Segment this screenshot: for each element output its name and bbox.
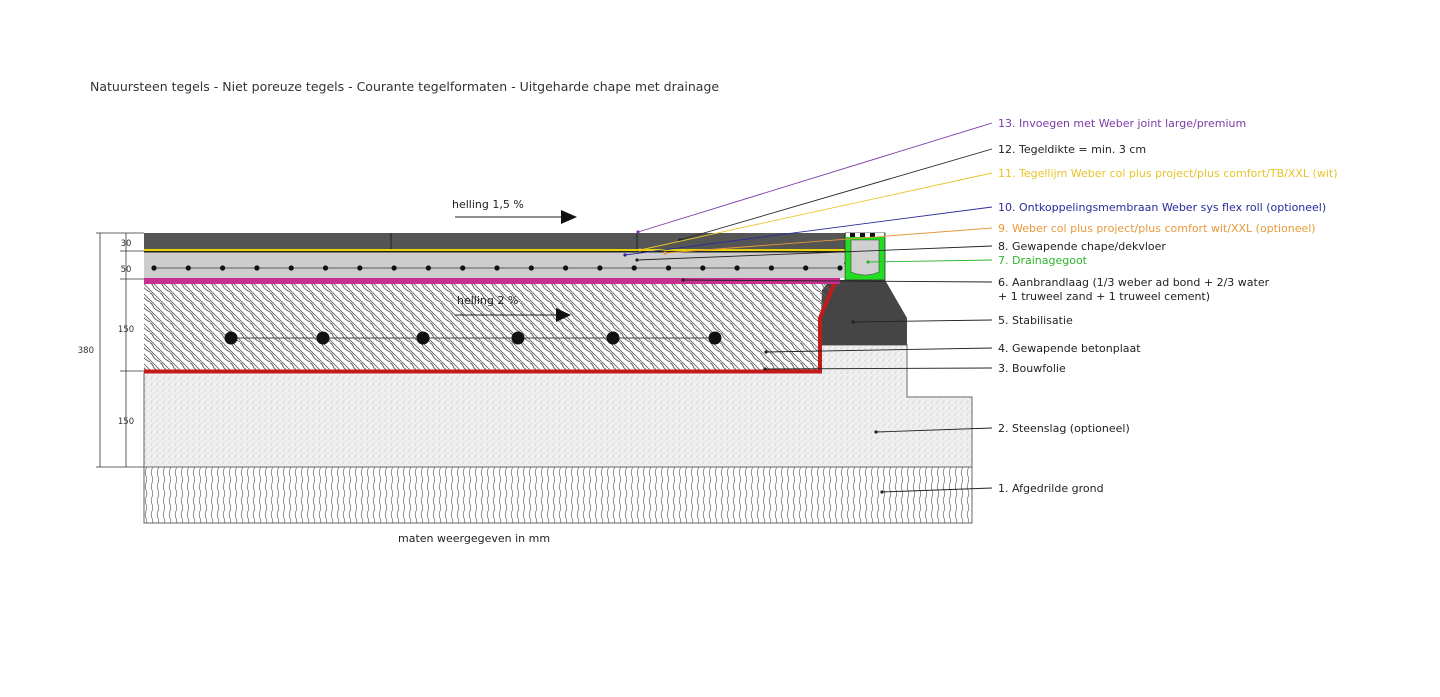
leader-line [881,487,993,493]
layer-stabilisation [820,280,907,345]
rebar-dot [425,265,431,271]
legend-label: 13. Invoegen met Weber joint large/premi… [998,117,1246,130]
leader-line [664,227,993,254]
rebar-dot [606,331,620,345]
rebar-dot [700,265,706,271]
leader-line [765,347,993,353]
layer-concrete-slab [144,284,838,370]
rebar-dot [460,265,466,271]
layer-membrane [144,251,845,253]
layer-ground [143,466,973,524]
legend-label: 12. Tegeldikte = min. 3 cm [998,143,1146,156]
rebar-dot [494,265,500,271]
layer-foil [144,261,845,374]
rebar-dot [416,331,430,345]
legend-labels: 13. Invoegen met Weber joint large/premi… [998,117,1338,495]
dim-slab: 150 [118,325,134,335]
rebar-dot [837,265,843,271]
rebar-dot [511,331,525,345]
legend-label: 2. Steenslag (optioneel) [998,422,1130,435]
leader-line [764,367,993,370]
rebar-dot [391,265,397,271]
rebar-dot [151,265,157,271]
rebar-dot [803,265,809,271]
rebar-dot [631,265,637,271]
leader-line [679,148,993,241]
leader-line [852,319,993,323]
leader-line [867,259,993,263]
dim-tile: 30 [121,239,132,249]
legend-label: 6. Aanbrandlaag (1/3 weber ad bond + 2/3… [998,276,1270,289]
legend-label: 3. Bouwfolie [998,362,1066,375]
rebar-dot [185,265,191,271]
legend-label: 9. Weber col plus project/plus comfort w… [998,222,1316,235]
units-note: maten weergegeven in mm [398,532,550,545]
legend-label: 11. Tegellijm Weber col plus project/plu… [998,167,1338,180]
dim-total: 380 [78,346,94,356]
leader-line [636,245,993,261]
legend-label: 1. Afgedrilde grond [998,482,1104,495]
leader-line [624,206,993,256]
leader-line [637,122,993,233]
slope-slab-label: helling 2 % [457,294,518,307]
rebar-dot [357,265,363,271]
rebar-dot [768,265,775,271]
legend-label: 5. Stabilisatie [998,314,1073,327]
rebar-dot [528,265,534,271]
legend-label: 7. Drainagegoot [998,254,1088,267]
slope-top-label: helling 1,5 % [452,198,524,211]
layer-adhesive [144,249,845,251]
screed-reinforcement [151,265,843,271]
layer-bonding [144,278,840,284]
rebar-dot [563,265,569,271]
drainage-gutter [844,232,886,281]
leader-line [639,172,993,251]
rebar-dot [254,265,260,271]
legend-label: 10. Ontkoppelingsmembraan Weber sys flex… [998,201,1326,214]
slope-arrow-icon [556,308,571,322]
rebar-dot [224,331,238,345]
leader-lines [623,122,993,494]
leader-line [875,427,993,433]
legend-label: 8. Gewapende chape/dekvloer [998,240,1166,253]
leader-line [682,279,993,283]
rebar-dot [288,265,294,271]
dimension-lines [96,232,144,468]
slope-arrow-icon [561,210,577,224]
legend-label: + 1 truweel zand + 1 truweel cement) [998,290,1210,303]
layer-tiles [144,233,845,250]
legend-label: 4. Gewapende betonplaat [998,342,1141,355]
dim-screed: 50 [121,265,132,275]
rebar-dot [220,265,226,271]
rebar-dot [665,265,672,271]
dim-gravel: 150 [118,417,134,427]
rebar-dot [316,331,330,345]
rebar-dot [734,265,740,271]
slab-reinforcement [224,331,722,345]
rebar-dot [322,265,329,271]
rebar-dot [708,331,722,345]
drawing-title: Natuursteen tegels - Niet poreuze tegels… [90,79,719,94]
rebar-dot [597,265,603,271]
